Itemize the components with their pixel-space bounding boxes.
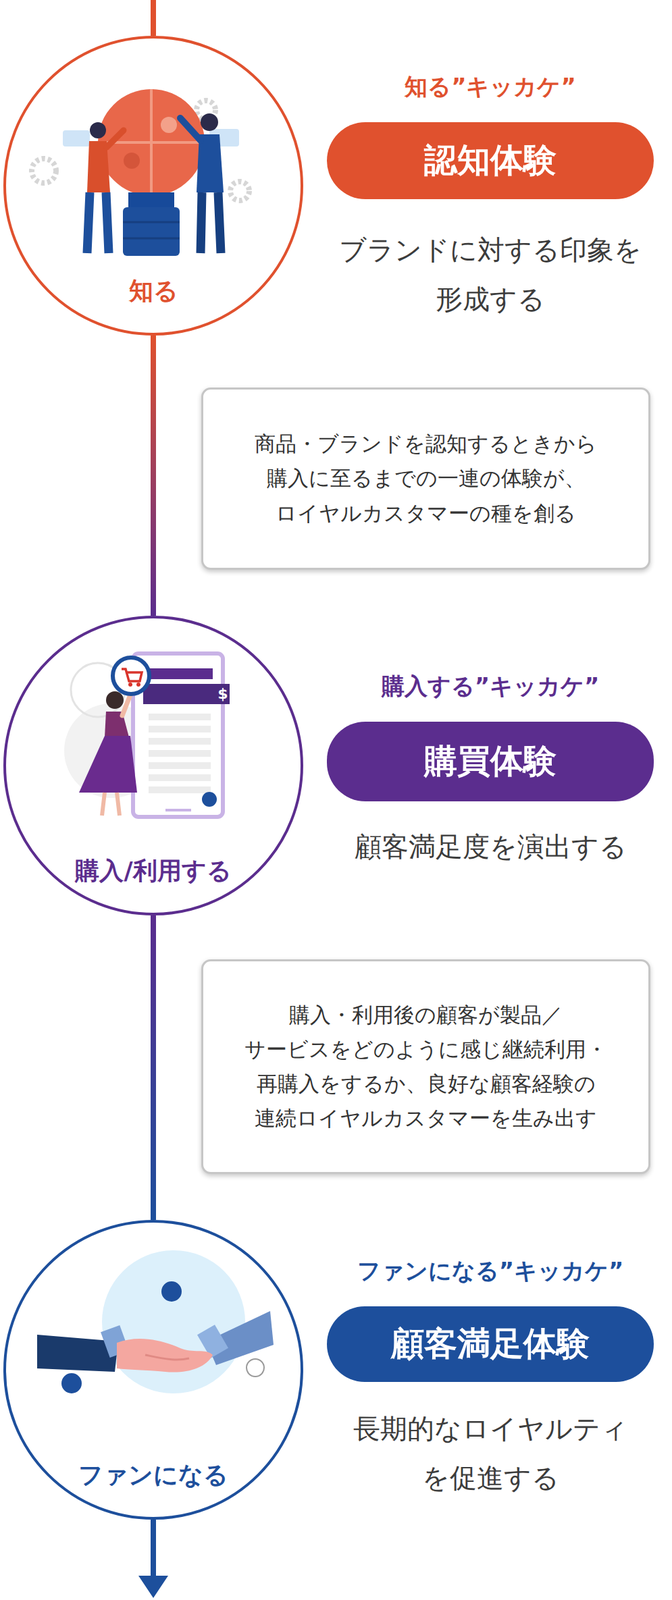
hands-illustration (37, 1250, 274, 1394)
experience-pill-text: 購買体験 (326, 721, 654, 802)
note-box: 商品・ブランドを認知するときから 購入に至るまでの一連の体験が、 ロイヤルカスタ… (201, 387, 651, 571)
top-stub-line (150, 0, 157, 36)
trigger-heading: 購入する”キッカケ” (326, 667, 654, 706)
stage-label: 購入/利用する (74, 856, 231, 887)
dollar-sign: $ (214, 684, 231, 705)
trigger-heading: ファンになる”キッカケ” (326, 1252, 654, 1290)
description-text: 長期的なロイヤルティ を促進する (326, 1404, 654, 1504)
trigger-pill: 知る”キッカケ” 認知体験 (326, 67, 654, 200)
note-box: 購入・利用後の顧客が製品／ サービスをどのように感じ継続利用・ 再購入をするか、… (201, 959, 651, 1175)
bulb-illustration (31, 89, 250, 256)
phone-illustration (64, 653, 230, 818)
box-text: 購入・利用後の顧客が製品／ サービスをどのように感じ継続利用・ 再購入をするか、… (223, 998, 629, 1137)
trigger-pill: ファンになる”キッカケ” 顧客満足体験 (326, 1252, 654, 1383)
circle-outline (4, 617, 302, 915)
bottom-arrow-line (150, 1520, 157, 1580)
stage-circle: 購入/利用する (3, 615, 304, 916)
trigger-heading: 知る”キッカケ” (326, 67, 654, 106)
box-text: 商品・ブランドを認知するときから 購入に至るまでの一連の体験が、 ロイヤルカスタ… (223, 426, 629, 531)
trigger-pill: 購入する”キッカケ” 購買体験 (326, 667, 654, 802)
description-text: ブランドに対する印象を 形成する (326, 225, 654, 325)
stage-label: 知る (128, 276, 179, 306)
circle-outline (4, 1221, 302, 1519)
description-text: 顧客満足度を演出する (326, 822, 654, 872)
bottom-arrow-head (138, 1576, 169, 1599)
circle-outline (4, 37, 302, 335)
stage-circle: 知る (3, 35, 304, 336)
stage-label: ファンになる (78, 1460, 229, 1491)
stage-circle: ファンになる (3, 1220, 304, 1521)
journey-line (150, 915, 157, 1221)
journey-line (150, 335, 157, 616)
experience-pill-text: 顧客満足体験 (326, 1306, 654, 1383)
experience-pill-text: 認知体験 (326, 122, 654, 200)
